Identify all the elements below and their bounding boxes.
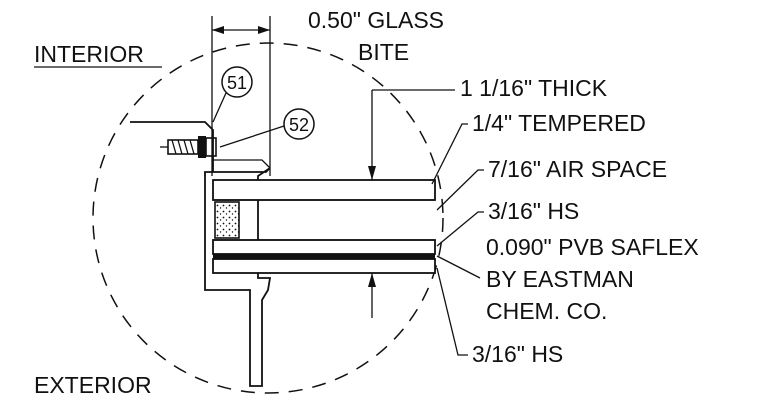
glass-bite-label-line1: 0.50" GLASS <box>308 7 444 33</box>
callout-51: 51 <box>221 66 253 98</box>
thickness-dimension <box>368 89 455 318</box>
leader-lines <box>212 83 484 356</box>
hs-lite-top <box>212 239 436 255</box>
thickness-label: 1 1/16" THICK <box>460 75 608 101</box>
hs-top-label: 3/16" HS <box>488 198 579 224</box>
frame-extrusion <box>204 160 272 387</box>
tempered-label: 1/4" TEMPERED <box>472 110 646 136</box>
glass-bite-label-line2: BITE <box>358 39 409 65</box>
callout-51-label: 51 <box>227 73 247 93</box>
fastener-screw <box>160 136 217 158</box>
exterior-label: EXTERIOR <box>34 372 152 398</box>
pvb-label-line2: BY EASTMAN <box>486 266 634 292</box>
glass-bite-dimension <box>211 16 271 176</box>
pvb-interlayer <box>213 254 435 259</box>
glass-unit <box>212 179 436 274</box>
callout-52-label: 52 <box>289 115 309 135</box>
hs-lite-bottom <box>212 258 436 274</box>
interior-label: INTERIOR <box>34 41 144 67</box>
pvb-label-line3: CHEM. CO. <box>486 298 607 324</box>
tempered-lite <box>212 179 436 201</box>
callout-52: 52 <box>283 108 315 140</box>
hs-bottom-label: 3/16" HS <box>472 341 563 367</box>
interior-trim <box>130 121 214 160</box>
air-space-label: 7/16" AIR SPACE <box>488 156 667 182</box>
detail-boundary-circle <box>92 42 444 394</box>
air-space <box>213 200 435 240</box>
spacer-desiccant <box>214 201 240 239</box>
pvb-label-line1: 0.090" PVB SAFLEX <box>486 234 699 260</box>
